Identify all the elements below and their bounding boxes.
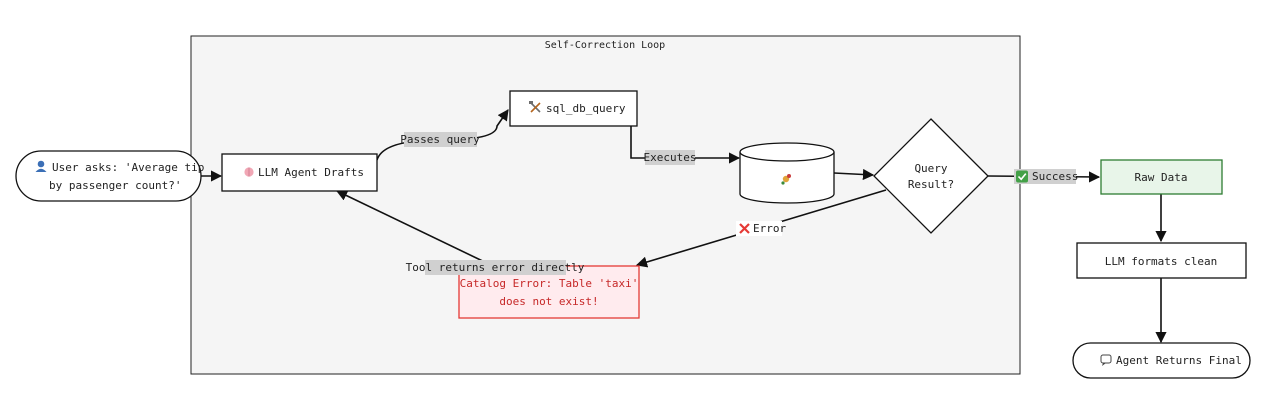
self-correction-cluster: Self-Correction Loop [190,35,1021,375]
sql-tool-label: sql_db_query [546,102,626,115]
user-node: User asks: 'Average tip by passenger cou… [15,150,204,202]
llm-agent-label: LLM Agent Drafts [258,166,364,179]
duck-icon [781,174,791,185]
llm-agent-node: LLM Agent Drafts [221,153,378,192]
formats-label: LLM formats clean [1105,255,1218,268]
speech-bubble-icon [1100,354,1112,366]
person-icon [35,160,47,172]
database-node [739,142,835,204]
edge-label-success: Success [1014,169,1078,184]
sql-tool-node: sql_db_query [509,90,638,127]
hammer-wrench-icon [529,101,541,113]
edge-label-passes-query: Passes query [400,132,480,147]
final-label: Agent Returns Final [1116,354,1242,367]
edge-label-tool-returns: Tool returns error directly [406,260,585,275]
x-icon [739,223,750,234]
decision-node: Query Result? [873,118,989,234]
error-label-text: Error [753,222,786,235]
edge-label-error: Error [736,221,786,236]
edge-label-executes: Executes [644,150,697,165]
tool-returns-text: Tool returns error directly [406,261,585,274]
user-line1: User asks: 'Average tip [52,161,204,174]
final-node: Agent Returns Final [1072,342,1251,379]
decision-line2: Result? [908,178,954,191]
edge-tool-to-db [630,126,741,164]
decision-line1: Query [914,162,947,175]
executes-text: Executes [644,151,697,164]
cluster-title: Self-Correction Loop [545,40,665,51]
raw-data-label: Raw Data [1135,171,1188,184]
error-line2: does not exist! [499,295,598,308]
edge-error-to-llm [335,190,494,267]
edge-db-to-decision [833,168,875,181]
passes-query-text: Passes query [400,133,480,146]
brain-icon [244,167,254,177]
formats-node: LLM formats clean [1076,242,1247,279]
success-text: Success [1032,170,1078,183]
raw-data-node: Raw Data [1100,159,1223,195]
error-line1: Catalog Error: Table 'taxi' [460,277,639,290]
user-line2: by passenger count?' [49,179,181,192]
check-icon [1016,170,1028,183]
